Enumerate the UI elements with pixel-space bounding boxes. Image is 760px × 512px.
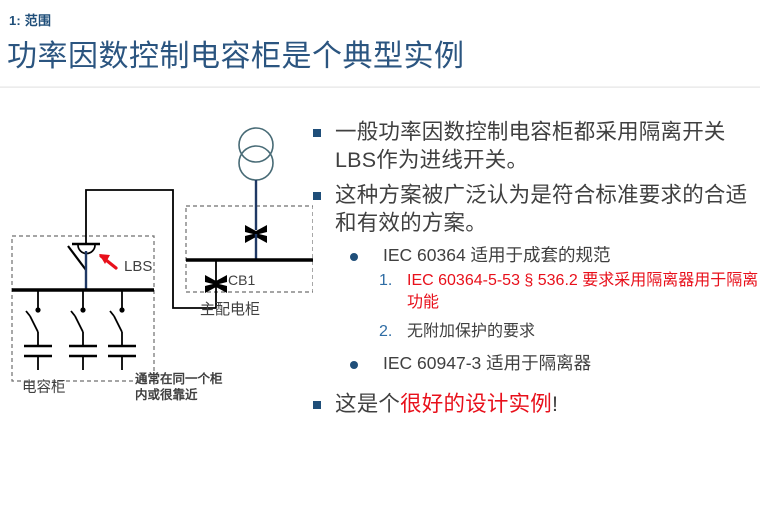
sub-bullet-1-text: IEC 60364 适用于成套的规范 <box>383 244 611 265</box>
bullet-item-3-red-text: 很好的设计实例 <box>400 391 553 416</box>
sub-bullet-2: IEC 60947-3 适用于隔离器 <box>350 352 760 376</box>
bullet-list: 一般功率因数控制电容柜都采用隔离开关LBS作为进线开关。 这种方案被广泛认为是符… <box>313 118 760 424</box>
label-cb1: CB1 <box>228 272 256 288</box>
page-title: 功率因数控制电容柜是个典型实例 <box>7 40 465 73</box>
numbered-item-1-text: IEC 60364-5-53 § 536.2 要求采用隔离器用于隔离功能 <box>407 270 760 314</box>
capacitor-branch <box>24 290 52 370</box>
transformer-icon <box>238 127 274 181</box>
round-bullet-icon <box>350 361 358 370</box>
numbered-item-1: 1. IEC 60364-5-53 § 536.2 要求采用隔离器用于隔离功能 <box>379 270 760 314</box>
slide-kicker: 1: 范围 <box>9 13 52 28</box>
label-proximity-note: 通常在同一个柜 内或很靠近 <box>135 372 223 402</box>
bullet-item-1: 一般功率因数控制电容柜都采用隔离开关LBS作为进线开关。 <box>313 118 760 175</box>
numbered-item-2: 2. 无附加保护的要求 <box>379 321 760 343</box>
label-main-cabinet: 主配电柜 <box>200 301 261 318</box>
square-bullet-icon <box>313 191 321 200</box>
header-divider <box>0 86 760 88</box>
sub-bullet-1: IEC 60364 适用于成套的规范 <box>350 244 760 268</box>
bullet-item-2-text: 这种方案被广泛认为是符合标准要求的合适和有效的方案。 <box>335 182 748 236</box>
lbs-highlight-arrow <box>99 254 118 270</box>
circuit-diagram: LBS CB1 电容柜 主配电柜 通常在同一个柜 内或很靠近 <box>0 118 313 418</box>
square-bullet-icon <box>313 400 321 409</box>
square-bullet-icon <box>313 129 321 137</box>
bullet-item-2: 这种方案被广泛认为是符合标准要求的合适和有效的方案。 <box>313 181 760 238</box>
numbered-item-2-marker: 2. <box>379 323 393 341</box>
circuit-diagram-svg <box>11 127 313 382</box>
bullet-item-3: 这是个很好的设计实例! <box>313 390 760 418</box>
round-bullet-icon <box>350 252 358 261</box>
numbered-item-1-marker: 1. <box>379 272 393 290</box>
capacitor-branch <box>108 290 136 370</box>
main-cabinet-outline <box>185 205 313 293</box>
label-lbs: LBS <box>124 258 153 275</box>
lbs-moving-blade <box>67 245 87 271</box>
interconnect-wire <box>85 189 216 309</box>
bullet-item-3-suffix: ! <box>552 391 559 416</box>
capacitor-cabinet-outline <box>11 235 155 382</box>
bullet-item-3-prefix: 这是个 <box>335 391 401 416</box>
cb1-breaker-symbol <box>205 275 227 293</box>
numbered-item-2-text: 无附加保护的要求 <box>407 323 536 341</box>
label-capacitor-cabinet: 电容柜 <box>22 380 66 396</box>
sub-bullet-2-text: IEC 60947-3 适用于隔离器 <box>383 353 592 374</box>
bullet-item-1-text: 一般功率因数控制电容柜都采用隔离开关LBS作为进线开关。 <box>335 120 726 173</box>
bullet-item-3-text: 这是个很好的设计实例! <box>335 390 558 418</box>
numbered-item-1-rest-text: 用于隔离功能 <box>407 272 759 312</box>
capacitor-branch <box>69 290 97 370</box>
numbered-item-1-red-text: IEC 60364-5-53 § 536.2 要求采用隔离器 <box>407 272 695 290</box>
